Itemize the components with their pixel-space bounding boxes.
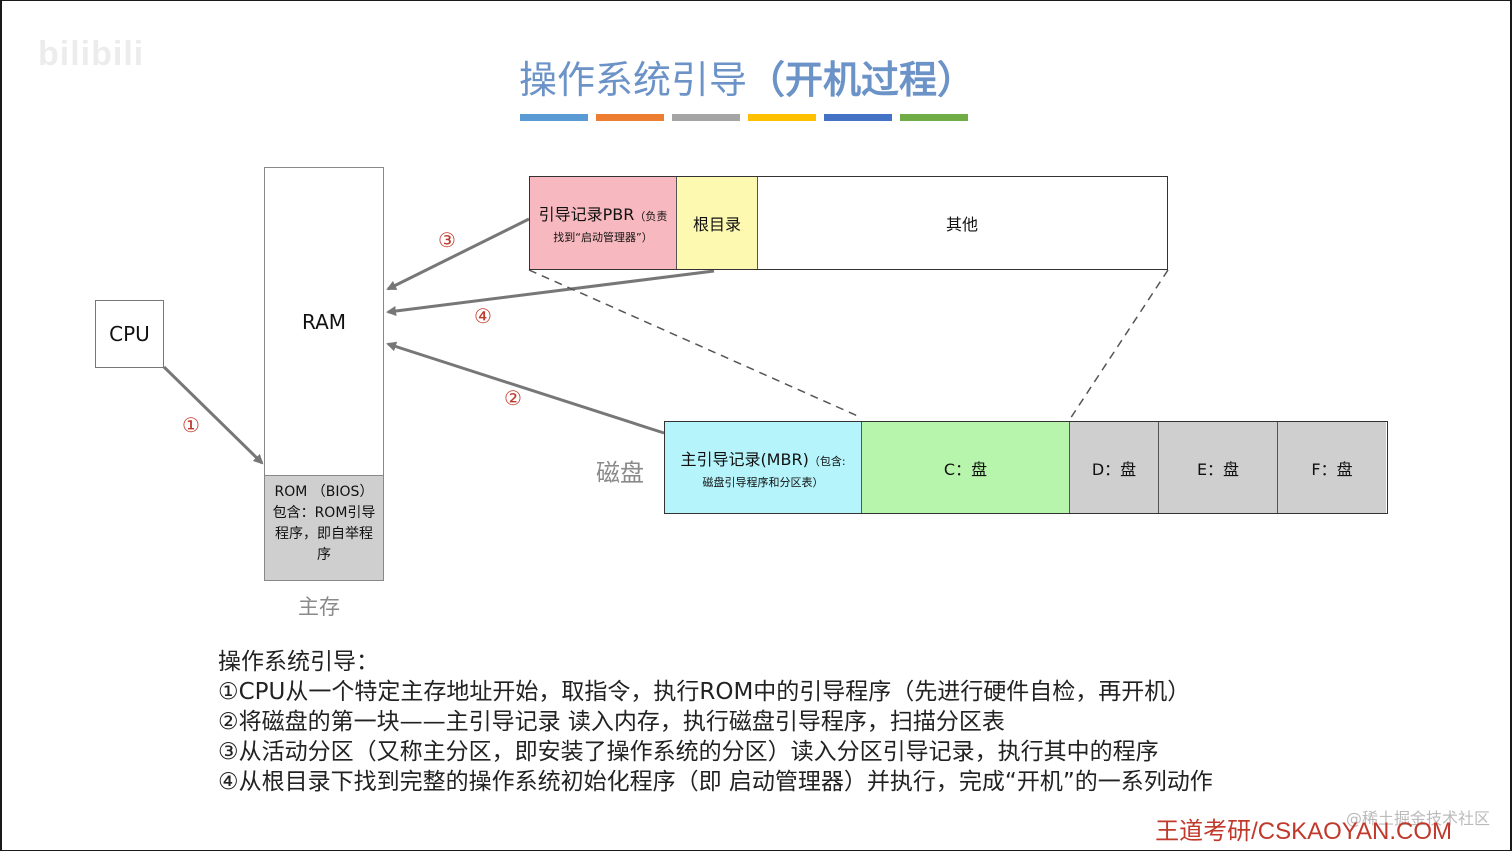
- color-bar-4: [748, 114, 816, 121]
- rom-line-4: 序: [316, 547, 331, 563]
- juejin-watermark: @稀土掘金技术社区: [1345, 809, 1490, 828]
- color-bar-3: [672, 114, 740, 121]
- notes-line-1: ①CPU从一个特定主存地址开始，取指令，执行ROM中的引导程序（先进行硬件自检，…: [218, 679, 1191, 705]
- mbr-note-1: （包含:: [808, 454, 846, 468]
- bilibili-watermark: bilibili: [38, 35, 145, 73]
- color-bar-1: [520, 114, 588, 121]
- arrow-step1: [162, 365, 264, 465]
- root-dir-segment: 根目录: [677, 177, 758, 269]
- page-title: 操作系统引导（开机过程）: [2, 49, 1492, 104]
- f-drive-segment: F：盘: [1278, 422, 1386, 513]
- other-segment: 其他: [758, 177, 1166, 269]
- pbr-note-1: （负责: [634, 210, 668, 223]
- c-drive-segment: C：盘: [862, 422, 1070, 513]
- cpu-box: CPU: [95, 300, 164, 368]
- disk-label: 磁盘: [596, 459, 644, 487]
- rom-line-3: 程序，即自举程: [274, 526, 373, 542]
- notes-line-2: ②将磁盘的第一块——主引导记录 读入内存，执行磁盘引导程序，扫描分区表: [218, 709, 1005, 735]
- brand-footer: 王道考研/CSKAOYAN.COM: [1155, 818, 1452, 845]
- disk-row: 主引导记录(MBR)（包含: 磁盘引导程序和分区表） C：盘 D：盘 E：盘 F…: [664, 421, 1388, 514]
- pbr-main: 引导记录PBR: [538, 205, 635, 224]
- notes-line-3: ③从活动分区（又称主分区，即安装了操作系统的分区）读入分区引导记录，执行其中的程…: [218, 739, 1159, 765]
- pbr-note-2: 找到“启动管理器”）: [553, 231, 653, 244]
- main-memory-label: 主存: [298, 595, 340, 619]
- mbr-main: 主引导记录(MBR): [680, 449, 809, 469]
- color-bar-6: [900, 114, 968, 121]
- notes-block: 操作系统引导： ①CPU从一个特定主存地址开始，取指令，执行ROM中的引导程序（…: [218, 647, 1213, 797]
- step-mark-4: ④: [474, 304, 492, 328]
- dashed-link-left: [528, 269, 861, 418]
- mbr-segment: 主引导记录(MBR)（包含: 磁盘引导程序和分区表）: [665, 422, 862, 513]
- rom-line-2: 包含：ROM引导: [272, 505, 376, 521]
- step-mark-3: ③: [438, 228, 456, 252]
- title-paren: （开机过程）: [747, 58, 976, 102]
- color-bar-5: [824, 114, 892, 121]
- e-drive-segment: E：盘: [1159, 422, 1278, 513]
- notes-line-4: ④从根目录下找到完整的操作系统初始化程序（即 启动管理器）并执行，完成“开机”的…: [218, 769, 1213, 795]
- arrow-step3: [386, 217, 530, 291]
- mbr-note-2: 磁盘引导程序和分区表）: [702, 475, 824, 489]
- rom-line-1: ROM （BIOS）: [274, 484, 374, 500]
- arrow-step2: [386, 341, 665, 435]
- ram-box: RAM: [264, 167, 384, 476]
- step-mark-2: ②: [504, 386, 522, 410]
- pbr-segment: 引导记录PBR（负责 找到“启动管理器”）: [530, 177, 677, 269]
- d-drive-segment: D：盘: [1070, 422, 1159, 513]
- rom-box: ROM （BIOS） 包含：ROM引导 程序，即自举程 序: [264, 475, 384, 581]
- color-bar-2: [596, 114, 664, 121]
- step-mark-1: ①: [182, 413, 200, 437]
- notes-heading: 操作系统引导：: [218, 649, 379, 675]
- partition-row: 引导记录PBR（负责 找到“启动管理器”） 根目录 其他: [529, 176, 1168, 270]
- title-main: 操作系统引导: [518, 58, 747, 102]
- dashed-link-right: [1069, 269, 1169, 420]
- arrow-step4: [386, 269, 715, 316]
